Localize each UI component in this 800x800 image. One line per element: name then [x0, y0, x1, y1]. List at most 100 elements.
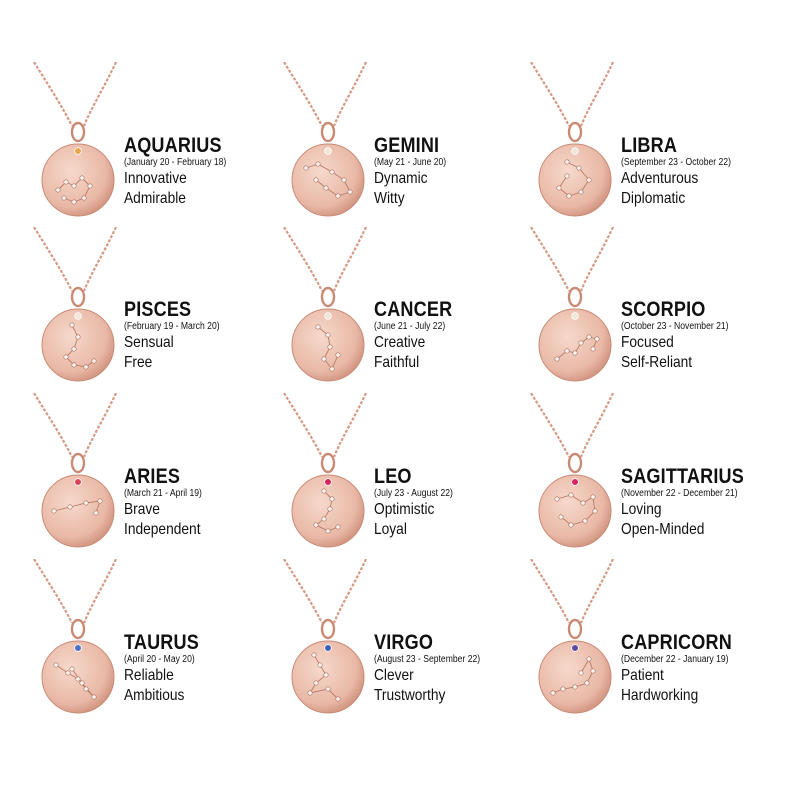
- constellation-star: [347, 189, 353, 195]
- constellation-star: [317, 662, 323, 668]
- pendant-disc: [538, 474, 612, 548]
- constellation-star: [315, 161, 321, 167]
- constellation-star: [83, 500, 89, 506]
- constellation-star: [81, 195, 87, 201]
- pendant-necklace-image: [530, 227, 614, 382]
- sign-dates: (February 19 - March 20): [124, 321, 220, 332]
- constellation-star: [341, 177, 347, 183]
- chain-right: [332, 393, 367, 458]
- sign-dates: (May 21 - June 20): [374, 157, 447, 168]
- constellation-star: [97, 498, 103, 504]
- birthstone: [74, 478, 82, 486]
- birthstone: [74, 147, 82, 155]
- sign-trait: Hardworking: [621, 687, 699, 704]
- constellation-star: [325, 332, 331, 338]
- constellation-star: [584, 680, 590, 686]
- chain-right: [579, 393, 614, 458]
- constellation-star: [71, 199, 77, 205]
- birthstone: [74, 312, 82, 320]
- sign-trait: Creative: [374, 334, 426, 351]
- constellation-star: [594, 336, 600, 342]
- birthstone: [571, 478, 579, 486]
- chain-left: [283, 393, 323, 458]
- chain-right: [579, 559, 614, 624]
- pendant-disc: [41, 143, 115, 217]
- chain-left: [33, 393, 73, 458]
- bail-ring: [320, 452, 336, 474]
- constellation-star: [321, 516, 327, 522]
- constellation-star: [323, 185, 329, 191]
- constellation-star: [91, 694, 97, 700]
- sign-trait: Optimistic: [374, 501, 435, 518]
- constellation-star: [55, 187, 61, 193]
- constellation-star: [572, 350, 578, 356]
- constellation-star: [590, 346, 596, 352]
- constellation-star: [578, 189, 584, 195]
- constellation-star: [554, 356, 560, 362]
- sign-trait: Free: [124, 354, 153, 371]
- constellation-star: [564, 348, 570, 354]
- constellation-star: [568, 492, 574, 498]
- bail-ring: [70, 121, 86, 143]
- pendant-necklace-image: [283, 559, 367, 714]
- constellation-star: [335, 193, 341, 199]
- sign-name: TAURUS: [124, 631, 199, 654]
- constellation-star: [71, 362, 77, 368]
- birthstone: [324, 312, 332, 320]
- chain-left: [530, 393, 570, 458]
- sign-trait: Witty: [374, 190, 405, 207]
- constellation-star: [65, 670, 71, 676]
- birthstone: [74, 644, 82, 652]
- constellation-star: [83, 686, 89, 692]
- bail-ring: [320, 286, 336, 308]
- constellation-star: [586, 177, 592, 183]
- constellation-star: [69, 666, 75, 672]
- sign-trait: Loving: [621, 501, 662, 518]
- bail-ring: [70, 618, 86, 640]
- constellation-star: [556, 185, 562, 191]
- constellation-star: [51, 508, 57, 514]
- sign-name: SCORPIO: [621, 298, 706, 321]
- constellation-star: [329, 169, 335, 175]
- sign-info: SAGITTARIUS(November 22 - December 21)Lo…: [621, 466, 761, 540]
- sign-trait: Patient: [621, 667, 664, 684]
- pendant-disc: [291, 474, 365, 548]
- constellation-star: [83, 364, 89, 370]
- bail-ring: [567, 286, 583, 308]
- sign-trait: Dynamic: [374, 170, 428, 187]
- zodiac-card-capricorn: CAPRICORN(December 22 - January 19)Patie…: [497, 559, 762, 725]
- constellation-star: [87, 183, 93, 189]
- birthstone: [571, 312, 579, 320]
- constellation-star: [63, 354, 69, 360]
- constellation-star: [53, 662, 59, 668]
- sign-name: CANCER: [374, 298, 453, 321]
- zodiac-card-sagittarius: SAGITTARIUS(November 22 - December 21)Lo…: [497, 393, 762, 559]
- sign-info: CAPRICORN(December 22 - January 19)Patie…: [621, 632, 761, 706]
- sign-trait: Adventurous: [621, 170, 699, 187]
- constellation-star: [303, 165, 309, 171]
- chain-left: [283, 227, 323, 292]
- chain-right: [332, 62, 367, 127]
- sign-trait: Open-Minded: [621, 521, 705, 538]
- constellation-star: [554, 496, 560, 502]
- chain-right: [332, 559, 367, 624]
- bail-ring: [70, 286, 86, 308]
- sign-info: AQUARIUS(January 20 - February 18)Innova…: [124, 135, 264, 209]
- sign-name: SAGITTARIUS: [621, 465, 744, 488]
- constellation-star: [91, 358, 97, 364]
- sign-dates: (April 20 - May 20): [124, 654, 195, 665]
- pendant-disc: [538, 308, 612, 382]
- constellation-star: [71, 183, 77, 189]
- sign-name: ARIES: [124, 465, 181, 488]
- constellation-star: [325, 528, 331, 534]
- sign-trait: Innovative: [124, 170, 187, 187]
- chain-right: [82, 393, 117, 458]
- chain-left: [33, 559, 73, 624]
